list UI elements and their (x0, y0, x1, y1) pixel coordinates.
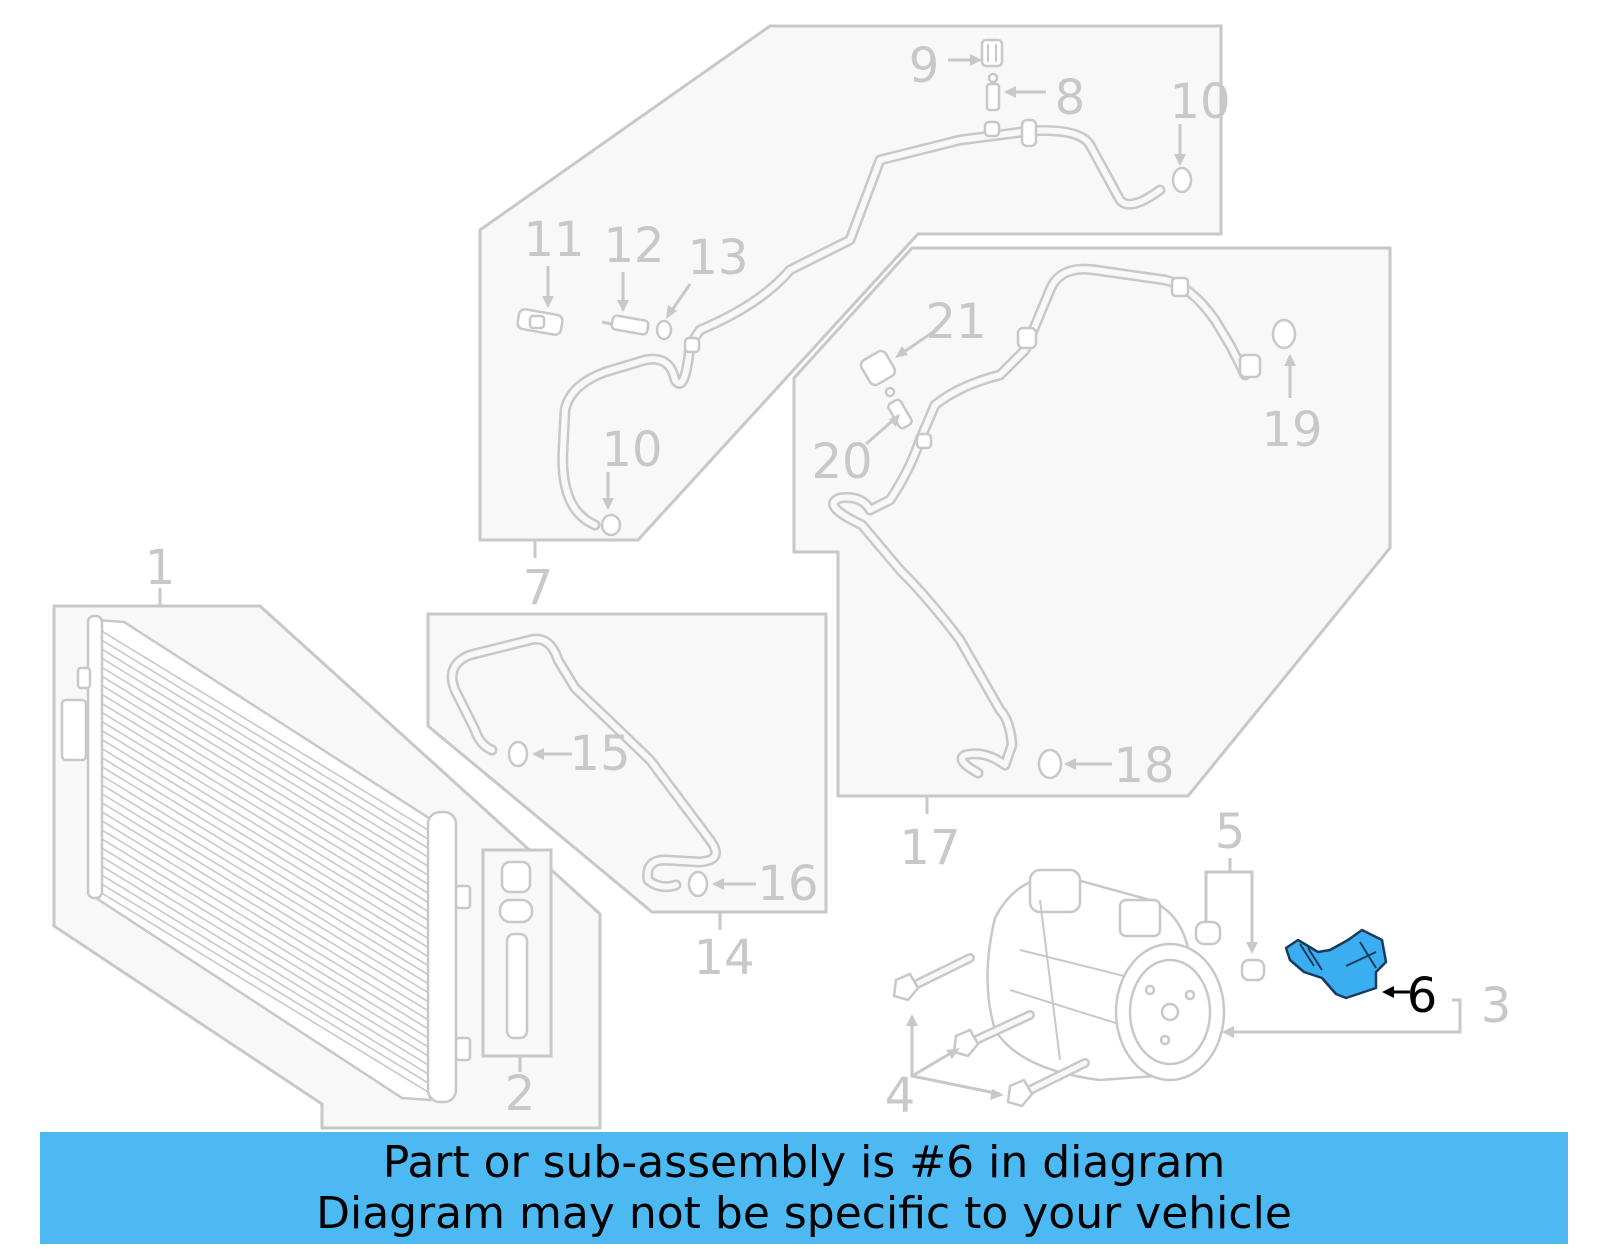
callout-15: 15 (569, 726, 630, 782)
callout-5: 5 (1215, 804, 1246, 860)
part-13-o-ring (655, 319, 673, 341)
callout-10-upper: 10 (1169, 74, 1230, 130)
condenser-tank (426, 810, 458, 1104)
callout-7: 7 (523, 560, 554, 616)
condenser-fins (99, 629, 429, 1093)
part-2-plug (500, 860, 532, 894)
callout-17: 17 (899, 820, 960, 876)
part-8-valve-core (985, 72, 1001, 112)
callout-10-lower: 10 (601, 422, 662, 478)
callout-14: 14 (693, 930, 754, 986)
group-2-box (481, 848, 553, 1072)
callout-18: 18 (1113, 738, 1174, 794)
part-19-o-ring (1271, 318, 1297, 350)
callout-2: 2 (505, 1066, 536, 1122)
callout-11: 11 (523, 212, 584, 268)
callout-19: 19 (1261, 402, 1322, 458)
callout-13: 13 (687, 230, 748, 286)
part-9-cap (980, 38, 1004, 68)
group-14-box (426, 612, 828, 930)
part-12-valve (601, 314, 650, 336)
callout-16: 16 (757, 856, 818, 912)
part-18-o-ring (1037, 748, 1063, 780)
callout-12: 12 (603, 218, 664, 274)
part-16-o-ring (687, 870, 709, 898)
part-10-o-ring-lower (600, 513, 622, 537)
part-10-o-ring-upper (1171, 166, 1193, 194)
group-7-box (478, 24, 1223, 558)
part-6-sensor-highlighted (1284, 928, 1410, 1000)
part-11-sensor (516, 308, 564, 336)
callout-1: 1 (145, 540, 176, 596)
info-banner: Part or sub-assembly is #6 in diagram Di… (40, 1132, 1568, 1244)
callout-6: 6 (1407, 968, 1438, 1024)
callout-9: 9 (909, 38, 940, 94)
part-5-plugs (1194, 858, 1266, 982)
group-17-box (792, 246, 1392, 814)
group-1-box (52, 588, 602, 1130)
part-15-o-ring (507, 740, 529, 768)
part-4-bolts (892, 953, 1090, 1108)
callout-4: 4 (885, 1068, 916, 1124)
part-3-leader (1228, 998, 1462, 1034)
banner-line-disclaimer: Diagram may not be specific to your vehi… (316, 1188, 1292, 1239)
part-21-cap (859, 349, 897, 387)
callout-21: 21 (925, 294, 986, 350)
callout-3: 3 (1481, 978, 1512, 1034)
compressor-assembly (986, 868, 1226, 1082)
banner-line-part: Part or sub-assembly is #6 in diagram (382, 1137, 1226, 1188)
part-2-desiccant (505, 932, 529, 1040)
callout-8: 8 (1055, 70, 1086, 126)
callout-20: 20 (811, 434, 872, 490)
